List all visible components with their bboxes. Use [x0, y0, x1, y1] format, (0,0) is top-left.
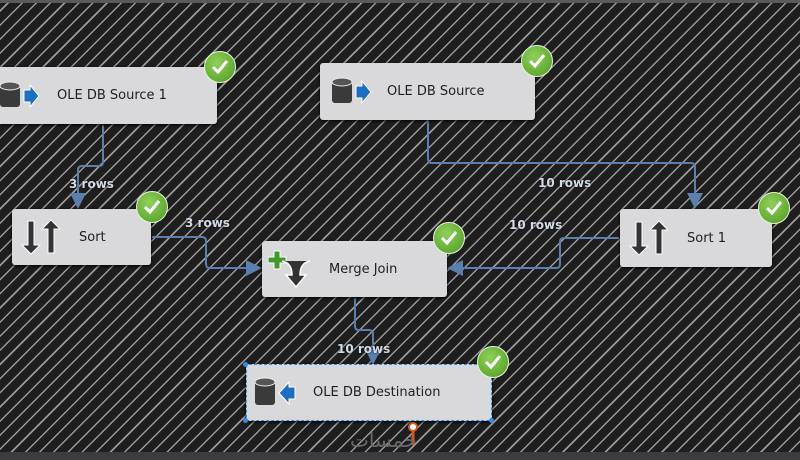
- resize-handle[interactable]: [489, 418, 494, 423]
- resize-handle[interactable]: [243, 362, 248, 367]
- source-database-icon: [0, 81, 40, 109]
- success-check-icon: [204, 51, 236, 83]
- sort-arrows-icon: [628, 220, 668, 256]
- flow-path-merge-dest[interactable]: [354, 298, 381, 365]
- flow-path-sort1-merge[interactable]: [447, 237, 619, 276]
- flow-path-src1-sort[interactable]: [70, 125, 104, 209]
- sort-arrows-icon: [20, 219, 60, 255]
- merge-join-icon: [268, 250, 311, 289]
- success-check-icon: [433, 222, 465, 254]
- destination-database-icon: [255, 377, 296, 406]
- success-check-icon: [477, 346, 509, 378]
- flow-path-src-sort1[interactable]: [427, 121, 703, 209]
- component-label: Merge Join: [329, 261, 398, 277]
- flow-label: 3 rows: [185, 216, 230, 230]
- component-label: OLE DB Source: [387, 84, 485, 99]
- component-merge-join[interactable]: Merge Join: [262, 241, 447, 297]
- top-border: [0, 0, 800, 3]
- component-ole-db-source-1[interactable]: OLE DB Source 1: [0, 67, 217, 124]
- success-check-icon: [758, 192, 790, 224]
- component-ole-db-source[interactable]: OLE DB Source: [320, 63, 535, 120]
- flow-path-sort-merge[interactable]: [152, 236, 262, 276]
- component-label: OLE DB Source 1: [57, 88, 167, 103]
- component-label: Sort: [79, 229, 106, 245]
- success-check-icon: [136, 191, 168, 223]
- flow-label: 10 rows: [509, 218, 563, 232]
- component-label: Sort 1: [687, 230, 727, 246]
- component-label: OLE DB Destination: [313, 385, 441, 400]
- component-ole-db-destination[interactable]: OLE DB Destination: [246, 364, 492, 421]
- watermark-logo: خمسات: [350, 428, 417, 452]
- resize-handle[interactable]: [243, 418, 248, 423]
- component-sort-1[interactable]: Sort 1: [620, 209, 772, 267]
- flow-label: 10 rows: [337, 342, 391, 356]
- success-check-icon: [521, 45, 553, 77]
- source-database-icon: [332, 77, 372, 105]
- bottom-border: [0, 452, 800, 460]
- flow-label: 10 rows: [538, 176, 592, 190]
- component-sort[interactable]: Sort: [12, 209, 151, 265]
- flow-label: 3 rows: [69, 177, 114, 191]
- output-connector-icon[interactable]: [407, 421, 419, 445]
